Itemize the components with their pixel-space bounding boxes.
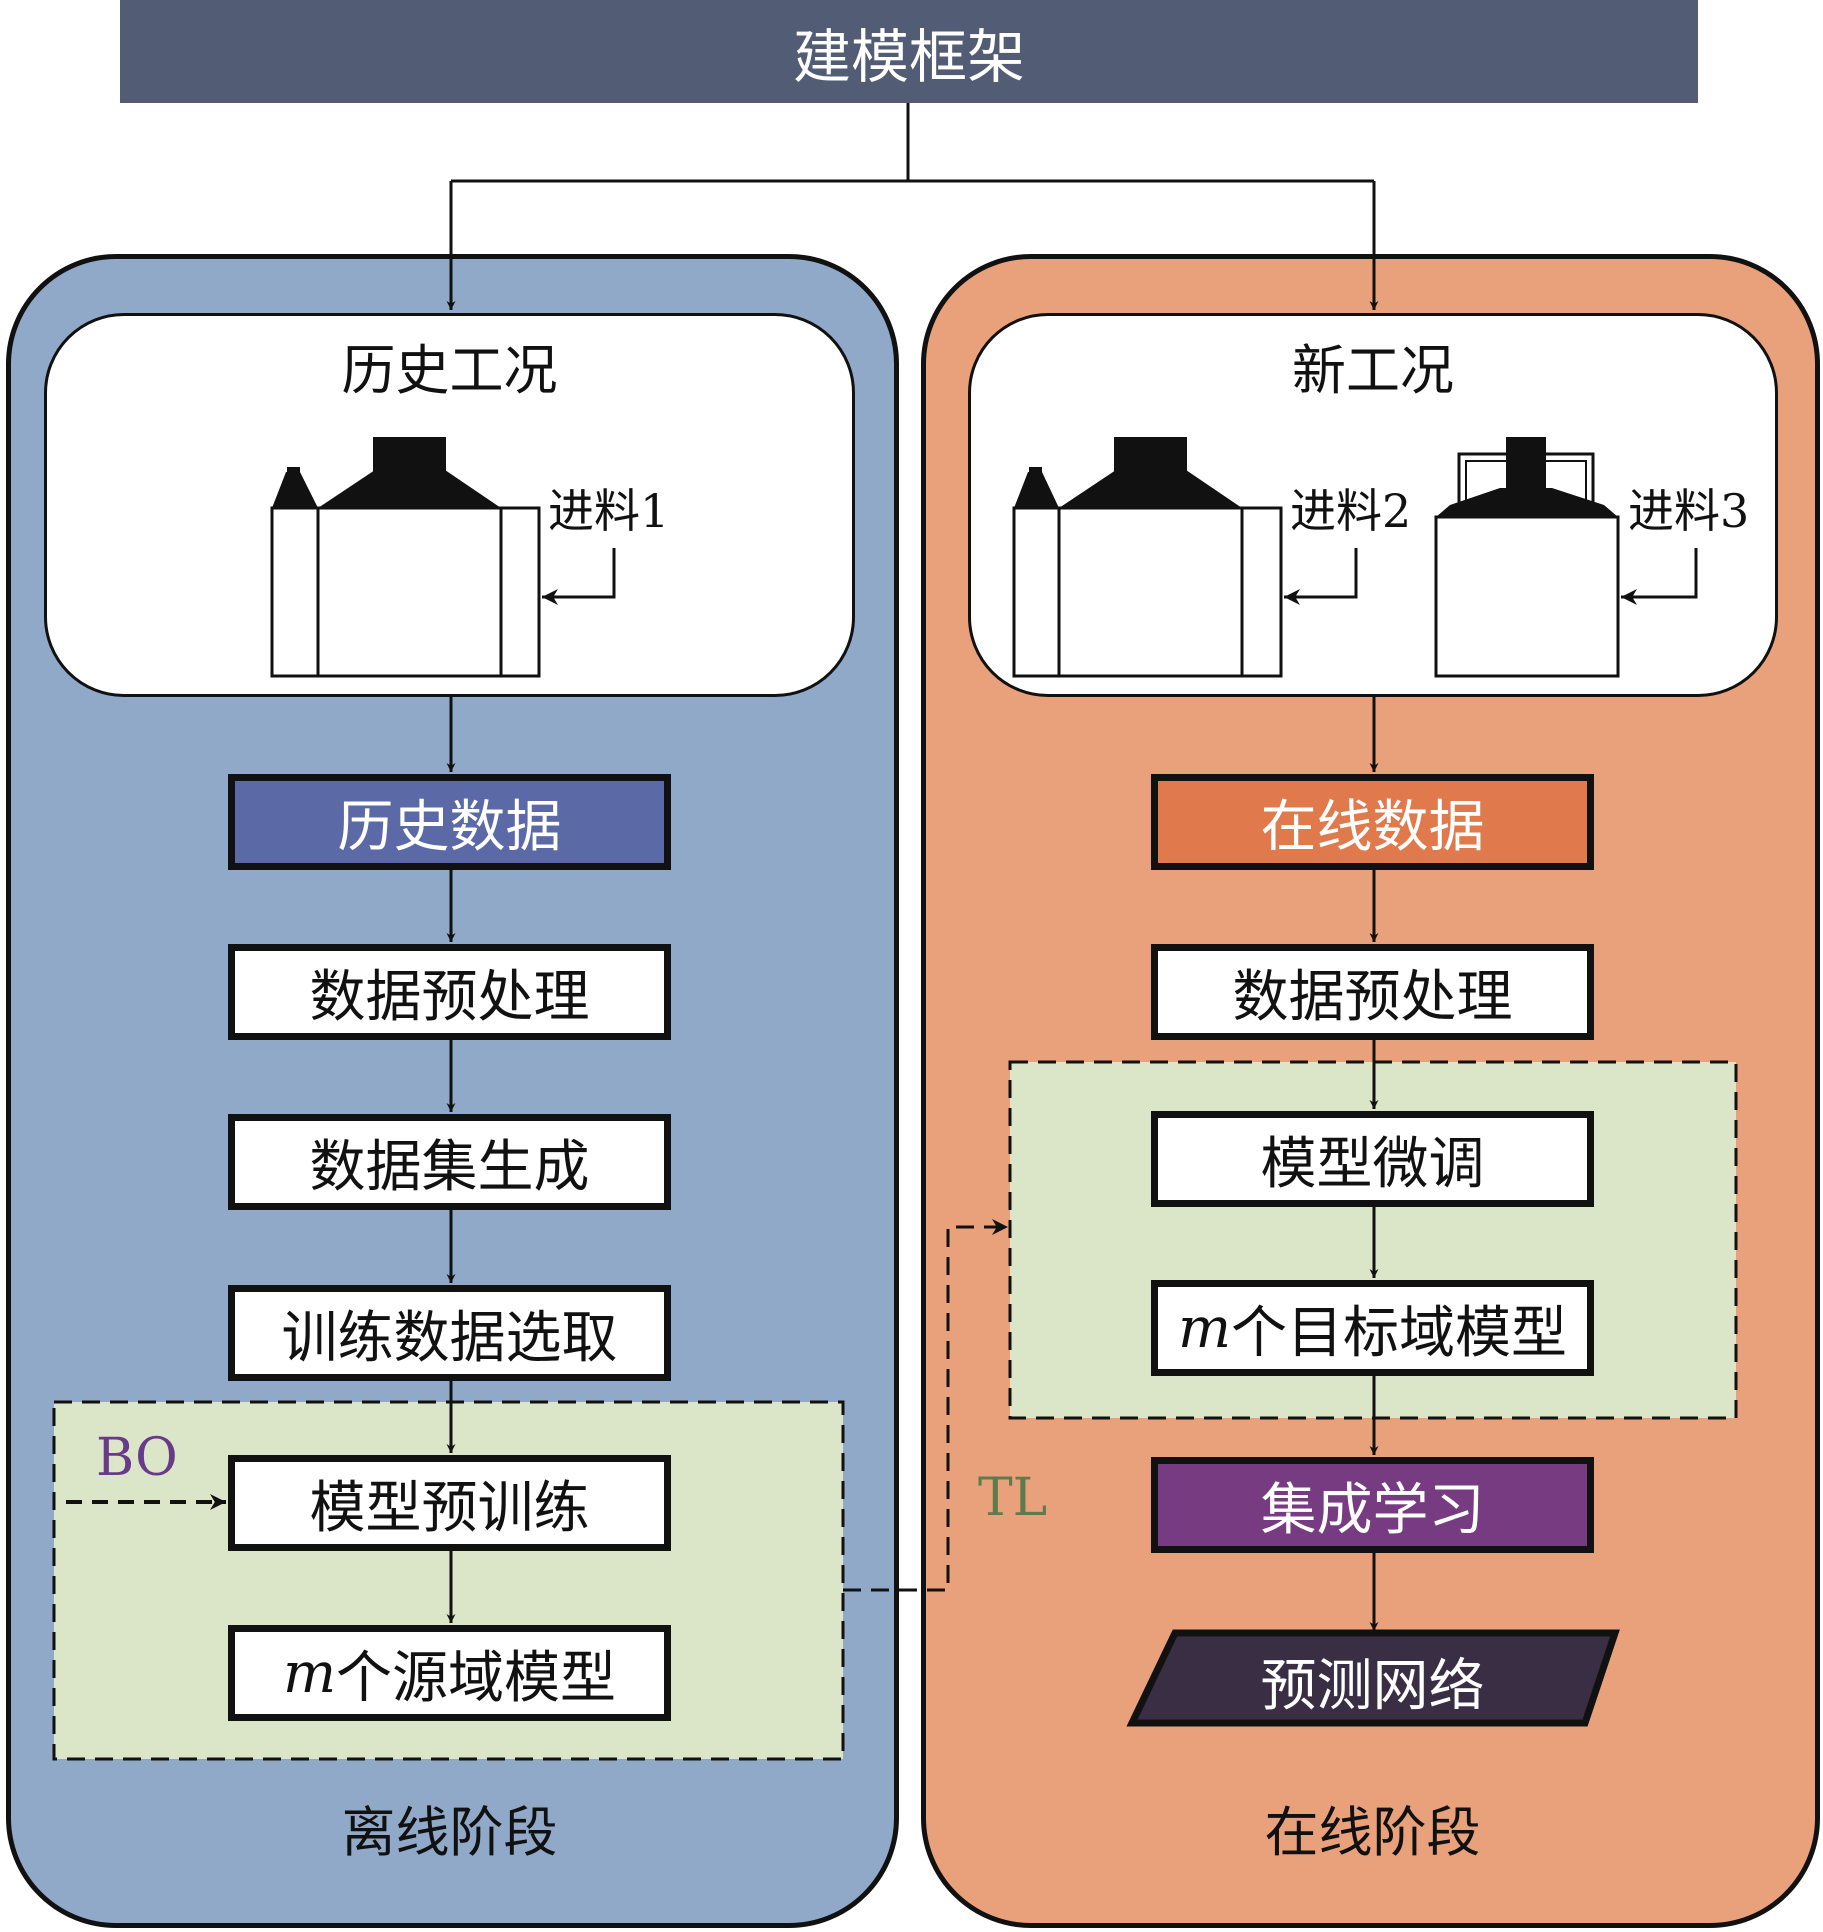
furnace-id: A: [389, 606, 423, 661]
offline-preprocess-box: 数据预处理: [228, 944, 671, 1040]
framework-title: 建模框架: [120, 0, 1698, 103]
ensemble-learning-box: 集成学习: [1151, 1457, 1594, 1553]
feed-1-label: 进料1: [548, 484, 670, 538]
model-pretrain-box: 模型预训练: [228, 1455, 671, 1551]
bo-label: BO: [96, 1428, 178, 1488]
online-stage-label: 在线阶段: [1264, 1801, 1481, 1864]
furnace-b-label: 裂解炉 B: [1437, 548, 1617, 663]
source-models-text: 个源域模型: [336, 1645, 617, 1711]
furnace-id: A: [1131, 606, 1165, 661]
target-models-text: 个目标域模型: [1231, 1300, 1568, 1366]
prediction-network-label: 预测网络: [1260, 1653, 1485, 1719]
furnace-id: B: [1510, 606, 1544, 661]
training-data-selection-box: 训练数据选取: [228, 1285, 671, 1381]
tl-label: TL: [978, 1468, 1048, 1528]
online-data-box: 在线数据: [1151, 774, 1594, 870]
feed-2-label: 进料2: [1290, 484, 1412, 538]
furnace-name: 裂解炉: [1079, 549, 1217, 603]
furnace-a-offline-label: 裂解炉 A: [315, 548, 497, 663]
historical-data-box: 历史数据: [228, 774, 671, 870]
historical-condition-title: 历史工况: [341, 339, 558, 402]
dataset-generation-box: 数据集生成: [228, 1114, 671, 1210]
m-variable: m: [282, 1640, 337, 1706]
new-condition-title: 新工况: [1292, 339, 1454, 402]
furnace-a-online-label: 裂解炉 A: [1057, 548, 1239, 663]
feed-3-label: 进料3: [1628, 484, 1750, 538]
furnace-name: 裂解炉: [1458, 549, 1596, 603]
m-variable: m: [1177, 1295, 1232, 1361]
furnace-name: 裂解炉: [337, 549, 475, 603]
model-finetune-box: 模型微调: [1151, 1111, 1594, 1207]
offline-stage-label: 离线阶段: [341, 1801, 558, 1864]
online-preprocess-box: 数据预处理: [1151, 944, 1594, 1040]
